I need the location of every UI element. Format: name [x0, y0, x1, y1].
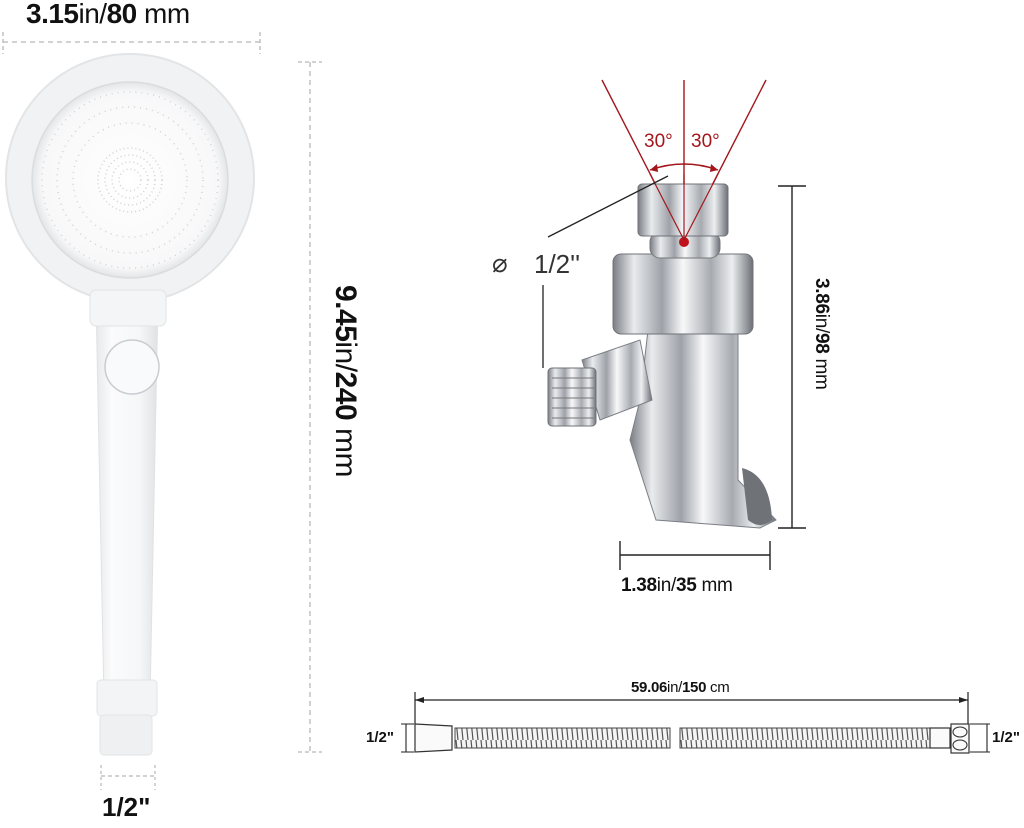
diameter-label: 1/2''	[534, 249, 581, 279]
holder-width-in-value: 1.38	[621, 575, 657, 596]
hose-illustration	[401, 692, 990, 754]
diameter-symbol-icon: ⌀	[492, 248, 508, 278]
height-mm-unit: mm	[329, 427, 362, 477]
angle-right-label: 30°	[691, 131, 720, 152]
hose-length-label: 59.06in/150 cm	[631, 679, 730, 696]
shower-head-height-label: 9.45in/240 mm	[328, 285, 362, 477]
hose-left-fitting-label: 1/2"	[366, 729, 394, 746]
holder-height-in-unit: in/	[811, 313, 832, 333]
shower-head-thread-label: 1/2"	[102, 792, 151, 822]
holder-height-label: 3.86in/98 mm	[810, 278, 832, 390]
angle-left-label: 30°	[644, 131, 673, 152]
holder-height-mm-unit: mm	[811, 358, 832, 390]
width-in-value: 3.15	[26, 0, 79, 29]
hose-length-in-unit: in/	[667, 679, 682, 696]
width-in-unit: in/	[78, 0, 108, 29]
height-in-unit: in/	[329, 341, 362, 372]
hose-right-fitting-label: 1/2"	[992, 729, 1020, 746]
holder-width-in-unit: in/	[656, 575, 676, 596]
hose-length-cm-unit: cm	[710, 679, 730, 696]
holder-width-label: 1.38in/35 mm	[621, 575, 733, 597]
hose-length-in-value: 59.06	[631, 679, 668, 696]
hose-length-cm-value: 150	[682, 679, 707, 696]
holder-illustration	[542, 79, 806, 570]
shower-head-illustration	[2, 32, 322, 790]
holder-width-mm-unit: mm	[701, 575, 733, 596]
holder-width-mm-value: 35	[675, 575, 697, 596]
width-mm-value: 80	[106, 0, 138, 29]
holder-height-mm-value: 98	[811, 332, 832, 354]
width-mm-unit: mm	[144, 0, 190, 29]
holder-height-in-value: 3.86	[811, 278, 832, 314]
height-in-value: 9.45	[329, 285, 362, 342]
shower-head-width-label: 3.15in/80 mm	[26, 0, 190, 30]
height-mm-value: 240	[329, 371, 362, 421]
